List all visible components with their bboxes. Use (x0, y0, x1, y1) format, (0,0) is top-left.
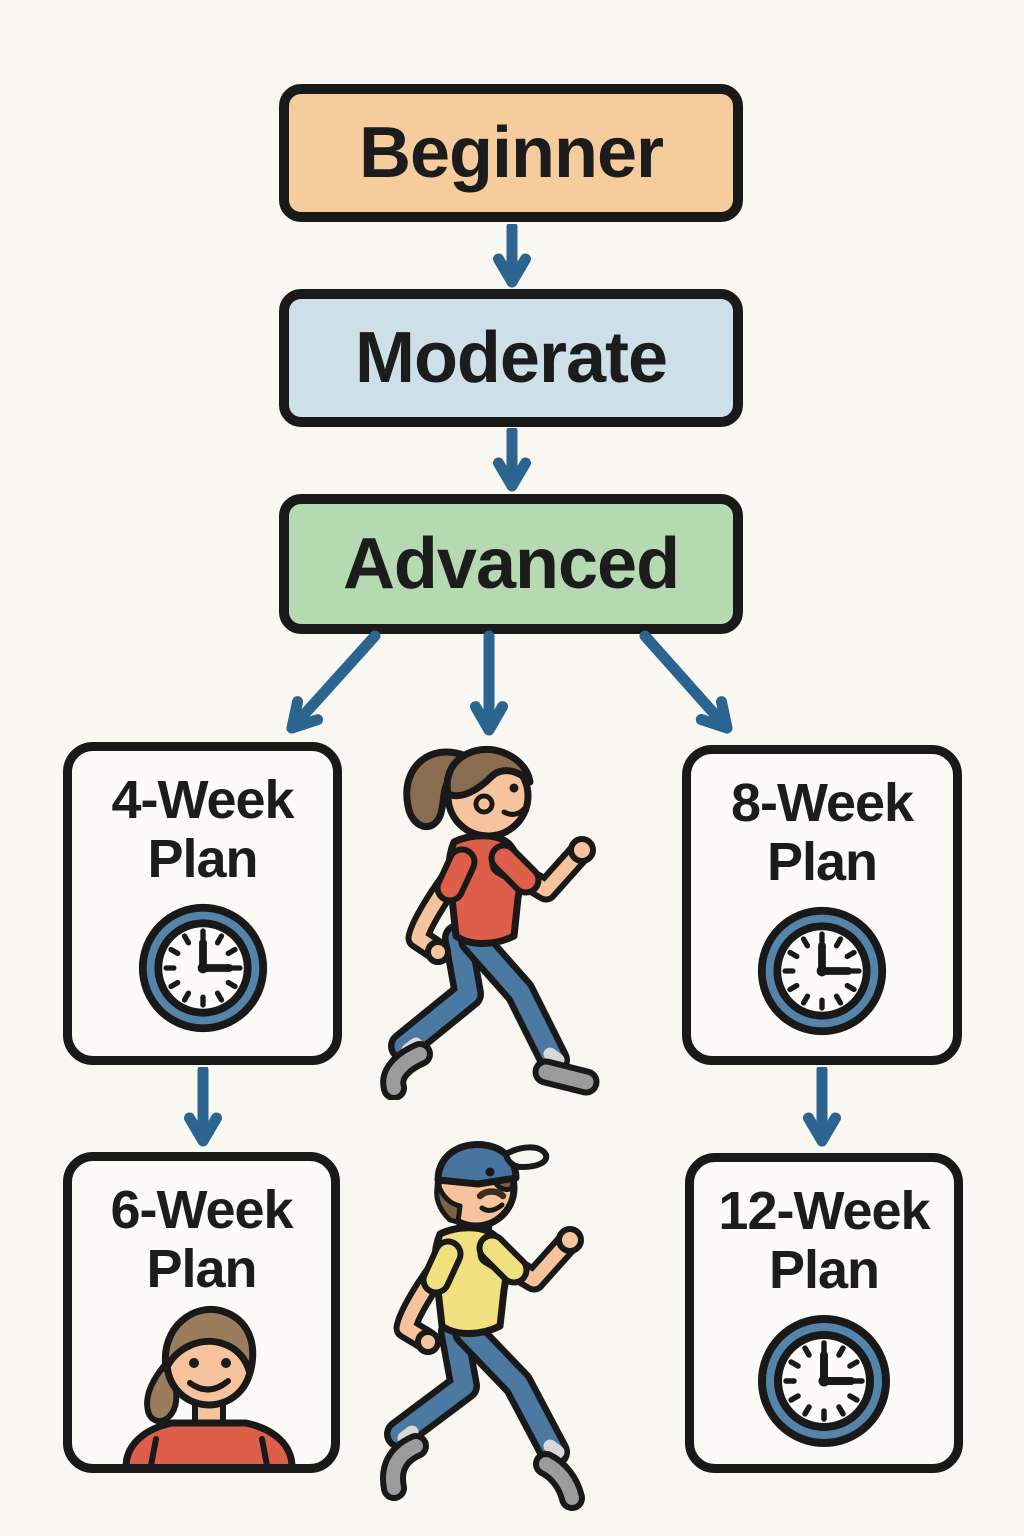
walking-man-illustration (380, 1141, 585, 1511)
man-hair (434, 1181, 463, 1225)
arrow-advanced-to-8week (639, 630, 733, 734)
clock-center-dot (818, 1375, 830, 1387)
avatar-shirt-seam-left (147, 1436, 159, 1464)
level-box-advanced: Advanced (279, 494, 743, 634)
arrow-advanced-to-center (470, 630, 508, 736)
man-front-leg (452, 1316, 585, 1511)
woman-eye (509, 783, 519, 793)
level-label-moderate: Moderate (354, 318, 668, 398)
avatar-eye-right (220, 1358, 231, 1368)
clock-center-dot (197, 962, 208, 974)
plan-label-4-week: 4-Week Plan (111, 770, 294, 890)
man-smile (479, 1202, 505, 1213)
man-cap (434, 1141, 520, 1188)
branch-arrows (286, 630, 733, 736)
clock-ticks (162, 928, 243, 1008)
clock-icon (138, 903, 267, 1032)
woman-front-leg (458, 924, 600, 1096)
woman-avatar-icon (122, 1306, 295, 1464)
avatar-shirt-seam-right (258, 1436, 270, 1464)
woman-front-arm (488, 836, 596, 903)
arrow-beginner-to-moderate (493, 224, 531, 288)
woman-smile (501, 806, 527, 817)
level-label-advanced: Advanced (342, 524, 680, 604)
plan-box-6-week: 6-Week Plan (63, 1152, 340, 1473)
woman-back-arm (405, 846, 478, 965)
arrow-4week-to-6week (184, 1067, 222, 1147)
plan-label-12-week: 12-Week Plan (718, 1181, 930, 1301)
man-back-arm (393, 1238, 464, 1355)
plan-box-8-week: 8-Week Plan (682, 745, 962, 1065)
woman-hair (443, 745, 534, 800)
avatar-smile (186, 1378, 231, 1393)
clock-icon (757, 906, 887, 1035)
plan-label-8-week: 8-Week Plan (730, 773, 914, 893)
clock-ticks (782, 931, 862, 1011)
avatar-eye-left (188, 1358, 199, 1368)
clock-center-dot (816, 965, 828, 977)
plan-box-4-week: 4-Week Plan (63, 742, 342, 1065)
plan-label-6-week: 6-Week Plan (110, 1180, 293, 1300)
arrow-advanced-to-4week (286, 630, 381, 734)
woman-back-leg (380, 922, 484, 1100)
clock-icon (758, 1314, 890, 1447)
man-mustache (476, 1188, 507, 1200)
plan-box-12-week: 12-Week Plan (685, 1153, 963, 1473)
level-label-beginner: Beginner (358, 113, 664, 193)
man-front-arm (476, 1226, 584, 1293)
level-box-moderate: Moderate (279, 289, 743, 427)
man-back-leg (380, 1316, 480, 1501)
arrow-moderate-to-advanced (493, 428, 531, 492)
woman-ear (473, 793, 495, 815)
man-eye (485, 1167, 495, 1177)
avatar-shirt (122, 1419, 295, 1464)
level-box-beginner: Beginner (279, 84, 743, 222)
avatar-hair (161, 1306, 256, 1377)
walking-woman-illustration (380, 745, 600, 1100)
man-cap-brim (503, 1144, 550, 1170)
clock-ticks (783, 1340, 865, 1422)
arrow-8week-to-12week (803, 1067, 841, 1147)
